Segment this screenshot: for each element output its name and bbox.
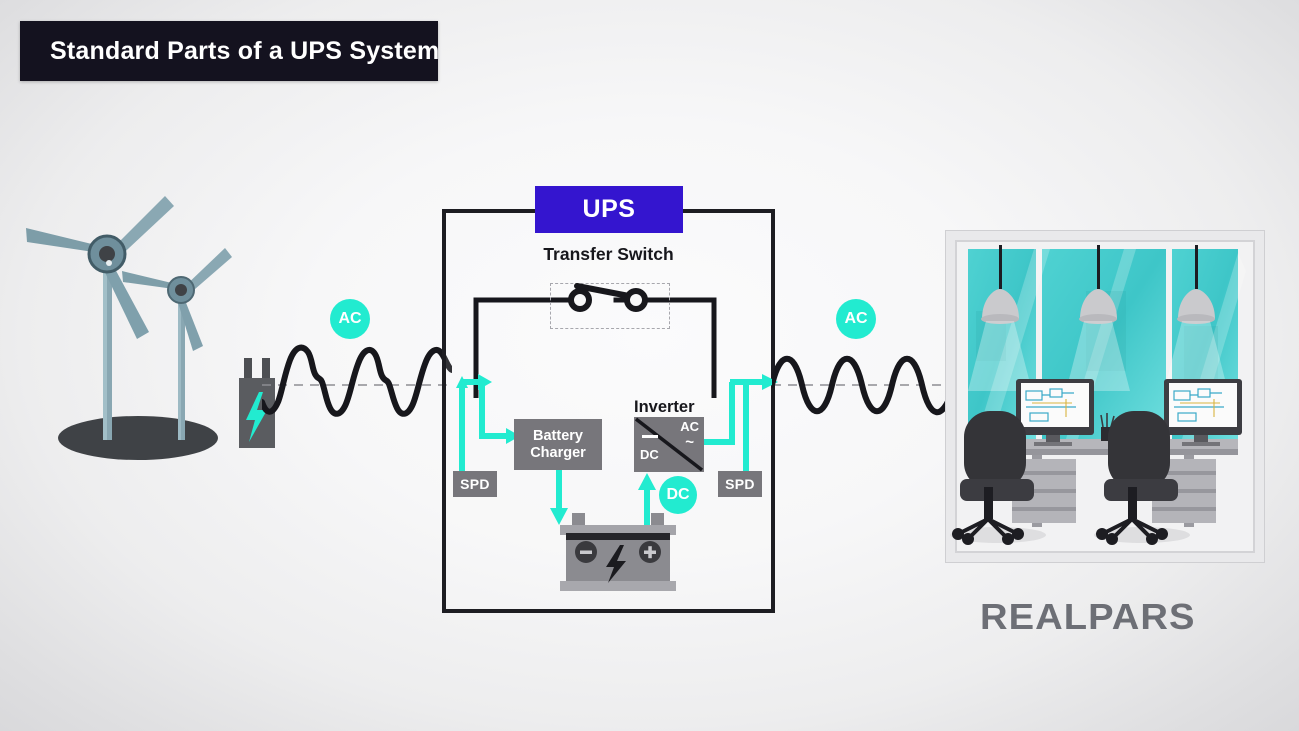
inverter-block: AC ~ DC (634, 417, 704, 472)
open-switch-icon (563, 278, 657, 323)
clean-sine-wave-icon (772, 330, 952, 440)
inverter-dc-label: DC (640, 447, 659, 462)
ups-badge-label: UPS (582, 195, 636, 223)
page-title: Standard Parts of a UPS System (50, 36, 440, 65)
spd-right-block: SPD (718, 471, 762, 497)
charger-to-battery-arrow (548, 470, 570, 528)
battery-charger-label-1: Battery (533, 428, 583, 445)
ups-badge: UPS (535, 186, 683, 233)
spd-right-label: SPD (725, 476, 755, 492)
ac-output-label: AC (844, 310, 868, 327)
spd-left-label: SPD (460, 476, 490, 492)
battery-icon (556, 505, 680, 595)
dc-label: DC (666, 486, 690, 503)
ac-output-badge: AC (836, 299, 876, 339)
dc-badge: DC (659, 476, 697, 514)
office-scene-icon (945, 230, 1265, 563)
ups-internal-wiring (470, 288, 720, 398)
cyan-flow-right (700, 368, 790, 488)
page-title-bar: Standard Parts of a UPS System (20, 21, 440, 81)
transfer-switch-boundary (550, 283, 670, 329)
realpars-logo: REALPARS (980, 596, 1196, 637)
ac-input-label: AC (338, 310, 362, 327)
distorted-sine-wave-icon (262, 330, 452, 440)
transfer-switch-label: Transfer Switch (543, 244, 674, 264)
ac-input-badge: AC (330, 299, 370, 339)
wind-turbine-icon (10, 170, 280, 460)
inverter-label: Inverter (634, 398, 695, 416)
inverter-ac-symbol: ~ (685, 434, 694, 451)
spd-left-block: SPD (453, 471, 497, 497)
battery-to-inverter-arrow (636, 470, 658, 528)
battery-charger-block: Battery Charger (514, 419, 602, 470)
battery-charger-label-2: Charger (530, 444, 586, 461)
cyan-flow-left (450, 368, 570, 483)
inverter-ac-label: AC (680, 419, 699, 434)
inverter-dc-dash (642, 435, 658, 438)
